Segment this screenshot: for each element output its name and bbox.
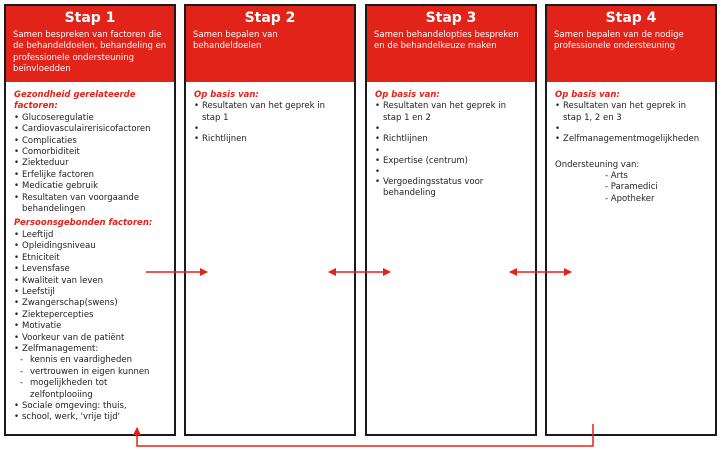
list-item: Medicatie gebruik	[14, 181, 166, 193]
health-factors-heading: Gezondheid gerelateerde factoren:	[14, 90, 136, 112]
spacer	[194, 124, 346, 135]
step-4-panel: Stap 4 Samen bepalen van de nodige profe…	[545, 4, 717, 436]
list-item: Richtlijnen	[194, 134, 346, 146]
list-item: Levensfase	[14, 264, 166, 276]
list-item: Resultaten van voorgaande behandelingen	[14, 193, 166, 216]
list-item: Resultaten van het geprek in stap 1	[194, 101, 346, 124]
step-1-panel: Stap 1 Samen bespreken van factoren die …	[4, 4, 176, 436]
list-item: Voorkeur van de patiënt	[14, 333, 166, 345]
spacer	[375, 167, 527, 178]
list-item: Opleidingsniveau	[14, 241, 166, 253]
step-3-subtitle: Samen behandelopties bespreken en de beh…	[374, 30, 519, 52]
list-item: Expertise (centrum)	[375, 156, 527, 168]
step-1-title: Stap 1	[64, 10, 116, 26]
step-1-header: Stap 1 Samen bespreken van factoren die …	[6, 6, 174, 82]
step-4-body: Op basis van: Resultaten van het geprek …	[547, 82, 715, 205]
list-item: Resultaten van het geprek in stap 1 en 2	[375, 101, 527, 124]
personal-factors-list: Leeftijd Opleidingsniveau Etniciteit Lev…	[14, 230, 166, 424]
step-4-subtitle: Samen bepalen van de nodige professionel…	[554, 30, 684, 52]
list-item: Etniciteit	[14, 253, 166, 265]
list-item: Glucoseregulatie	[14, 113, 166, 125]
list-item: Zelfmanagement: kennis en vaardigheden v…	[14, 344, 166, 401]
health-factors-list: Glucoseregulatie Cardiovasculairerisicof…	[14, 113, 166, 216]
spacer	[375, 146, 527, 157]
list-item: Resultaten van het geprek in stap 1, 2 e…	[555, 101, 707, 124]
list-item: Ziektepercepties	[14, 310, 166, 322]
step-1-body: Gezondheid gerelateerde factoren: Glucos…	[6, 82, 174, 424]
list-item: vertrouwen in eigen kunnen	[14, 367, 166, 379]
list-item: Comorbiditeit	[14, 147, 166, 159]
support-item: - Arts	[605, 171, 628, 182]
list-item: Zwangerschap(swens)	[14, 298, 166, 310]
step-2-header: Stap 2 Samen bepalen van behandeldoelen	[186, 6, 354, 82]
step-3-basis-heading: Op basis van:	[375, 90, 440, 100]
step-4-basis-heading: Op basis van:	[555, 90, 620, 100]
self-management-list: kennis en vaardigheden vertrouwen in eig…	[14, 355, 166, 401]
list-item: school, werk, 'vrije tijd'	[14, 412, 166, 424]
list-item: Kwaliteit van leven	[14, 276, 166, 288]
feedback-arrow-step4-to-step1	[133, 424, 594, 447]
list-item: Ziekteduur	[14, 158, 166, 170]
list-item: mogelijkheden tot zelfontplooiing	[14, 378, 166, 401]
step-3-body: Op basis van: Resultaten van het geprek …	[367, 82, 535, 200]
list-item: Leeftijd	[14, 230, 166, 242]
step-2-title: Stap 2	[244, 10, 296, 26]
support-heading: Ondersteuning van:	[555, 159, 640, 170]
list-item: Erfelijke factoren	[14, 170, 166, 182]
list-item: kennis en vaardigheden	[14, 355, 166, 367]
list-item: Sociale omgeving: thuis,	[14, 401, 166, 413]
spacer	[555, 124, 707, 135]
step-3-panel: Stap 3 Samen behandelopties bespreken en…	[365, 4, 537, 436]
step-2-basis-list: Resultaten van het geprek in stap 1 Rich…	[194, 101, 346, 146]
step-2-panel: Stap 2 Samen bepalen van behandeldoelen …	[184, 4, 356, 436]
step-4-title: Stap 4	[605, 10, 657, 26]
list-item: Complicaties	[14, 136, 166, 148]
step-3-header: Stap 3 Samen behandelopties bespreken en…	[367, 6, 535, 82]
list-item: Zelfmanagementmogelijkheden	[555, 134, 707, 146]
personal-factors-heading: Persoonsgebonden factoren:	[14, 218, 153, 229]
list-item: Vergoedingsstatus voor behandeling	[375, 177, 527, 200]
self-management-label: Zelfmanagement:	[22, 343, 99, 354]
support-item: - Paramedici	[605, 182, 658, 193]
step-3-basis-list: Resultaten van het geprek in stap 1 en 2…	[375, 101, 527, 199]
step-2-subtitle: Samen bepalen van behandeldoelen	[193, 30, 278, 52]
step-4-header: Stap 4 Samen bepalen van de nodige profe…	[547, 6, 715, 82]
list-item: Richtlijnen	[375, 134, 527, 146]
step-4-basis-list: Resultaten van het geprek in stap 1, 2 e…	[555, 101, 707, 146]
step-3-title: Stap 3	[425, 10, 477, 26]
list-item: Motivatie	[14, 321, 166, 333]
step-2-basis-heading: Op basis van:	[194, 90, 259, 100]
list-item: Leefstijl	[14, 287, 166, 299]
step-2-body: Op basis van: Resultaten van het geprek …	[186, 82, 354, 146]
step-1-subtitle: Samen bespreken van factoren die de beha…	[13, 30, 167, 74]
spacer	[375, 124, 527, 135]
support-item: - Apotheker	[605, 193, 655, 204]
list-item: Cardiovasculairerisicofactoren	[14, 124, 166, 136]
